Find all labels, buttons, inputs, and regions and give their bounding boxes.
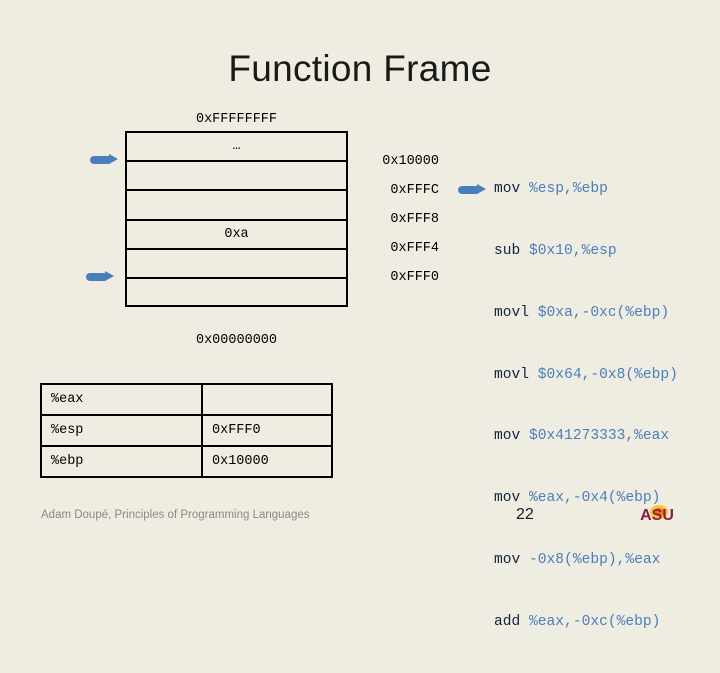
code-line: movl $0x64,-0x8(%ebp)	[494, 365, 678, 386]
slide-canvas: Function Frame 0xFFFFFFFF … 0xa 0x000000…	[40, 48, 678, 630]
stack-cell	[127, 279, 346, 308]
code-line: mov $0x41273333,%eax	[494, 426, 678, 447]
register-value: 0x10000	[201, 445, 333, 478]
page-number: 22	[516, 506, 534, 523]
stack-cell: 0xa	[127, 221, 346, 250]
code-mnemonic: mov	[494, 428, 530, 445]
asu-wordmark: ASU	[640, 507, 674, 524]
address-label-0xfff4: 0xFFF4	[390, 241, 439, 256]
code-operands: %eax,-0x4(%ebp)	[529, 490, 661, 507]
register-name: %esp	[40, 414, 203, 447]
footer-credit: Adam Doupé, Principles of Programming La…	[41, 509, 310, 521]
table-row: %ebp 0x10000	[40, 445, 333, 478]
code-line: movl $0xa,-0xc(%ebp)	[494, 303, 678, 324]
code-operands: $0x64,-0x8(%ebp)	[537, 366, 678, 383]
esp-pointer-arrow-icon	[86, 271, 116, 282]
stack-bottom-address-label: 0x00000000	[195, 333, 277, 348]
asu-sunburst-core	[654, 508, 664, 516]
code-operands: $0x41273333,%eax	[529, 428, 670, 445]
address-label-0xfff8: 0xFFF8	[390, 212, 439, 227]
table-row: %eax	[40, 383, 333, 416]
address-label-0xfffc: 0xFFFC	[390, 183, 439, 198]
address-label-0xfff0: 0xFFF0	[390, 270, 439, 285]
stack-cell	[127, 191, 346, 221]
stack-cell-value: …	[232, 139, 241, 155]
arrow-shaft	[86, 273, 108, 281]
code-operands: %eax,-0xc(%ebp)	[529, 613, 661, 630]
register-value	[201, 383, 333, 416]
arrow-head	[105, 271, 114, 281]
asu-logo-icon: ASU	[640, 505, 674, 524]
code-mnemonic: mov	[494, 551, 530, 568]
code-operands: $0x10,%esp	[529, 242, 617, 259]
code-mnemonic: movl	[494, 304, 538, 321]
table-row: %esp 0xFFF0	[40, 414, 333, 447]
arrow-shaft	[90, 156, 112, 164]
code-line: mov %esp,%ebp	[494, 179, 678, 200]
code-operands: %esp,%ebp	[529, 181, 608, 198]
code-line: add %eax,-0xc(%ebp)	[494, 612, 678, 633]
arrow-shaft	[458, 186, 480, 194]
code-mnemonic: mov	[494, 490, 530, 507]
stack-cell-value: 0xa	[224, 226, 249, 242]
address-label-0x10000: 0x10000	[382, 154, 439, 169]
ebp-pointer-arrow-icon	[90, 154, 120, 165]
stack-cell	[127, 250, 346, 279]
code-mnemonic: sub	[494, 242, 530, 259]
page-title: Function Frame	[228, 48, 492, 89]
code-line: mov %eax,-0x4(%ebp)	[494, 488, 678, 509]
stack-top-address-label: 0xFFFFFFFF	[195, 112, 277, 127]
code-line: mov -0x8(%ebp),%eax	[494, 550, 678, 571]
stack-cell: …	[127, 133, 346, 163]
register-table: %eax %esp 0xFFF0 %ebp 0x10000	[40, 383, 333, 478]
stack-memory-diagram: … 0xa	[125, 131, 348, 307]
register-value: 0xFFF0	[201, 414, 333, 447]
assembly-code-listing: mov %esp,%ebp sub $0x10,%esp movl $0xa,-…	[494, 138, 678, 673]
register-name: %eax	[40, 383, 203, 416]
code-mnemonic: movl	[494, 366, 538, 383]
code-operands: -0x8(%ebp),%eax	[529, 551, 661, 568]
code-mnemonic: add	[494, 613, 530, 630]
register-name: %ebp	[40, 445, 203, 478]
code-mnemonic: mov	[494, 181, 530, 198]
arrow-head	[477, 184, 486, 194]
current-instruction-arrow-icon	[458, 184, 488, 195]
code-operands: $0xa,-0xc(%ebp)	[537, 304, 670, 321]
arrow-head	[109, 154, 118, 164]
stack-cell	[127, 162, 346, 192]
code-line: sub $0x10,%esp	[494, 241, 678, 262]
